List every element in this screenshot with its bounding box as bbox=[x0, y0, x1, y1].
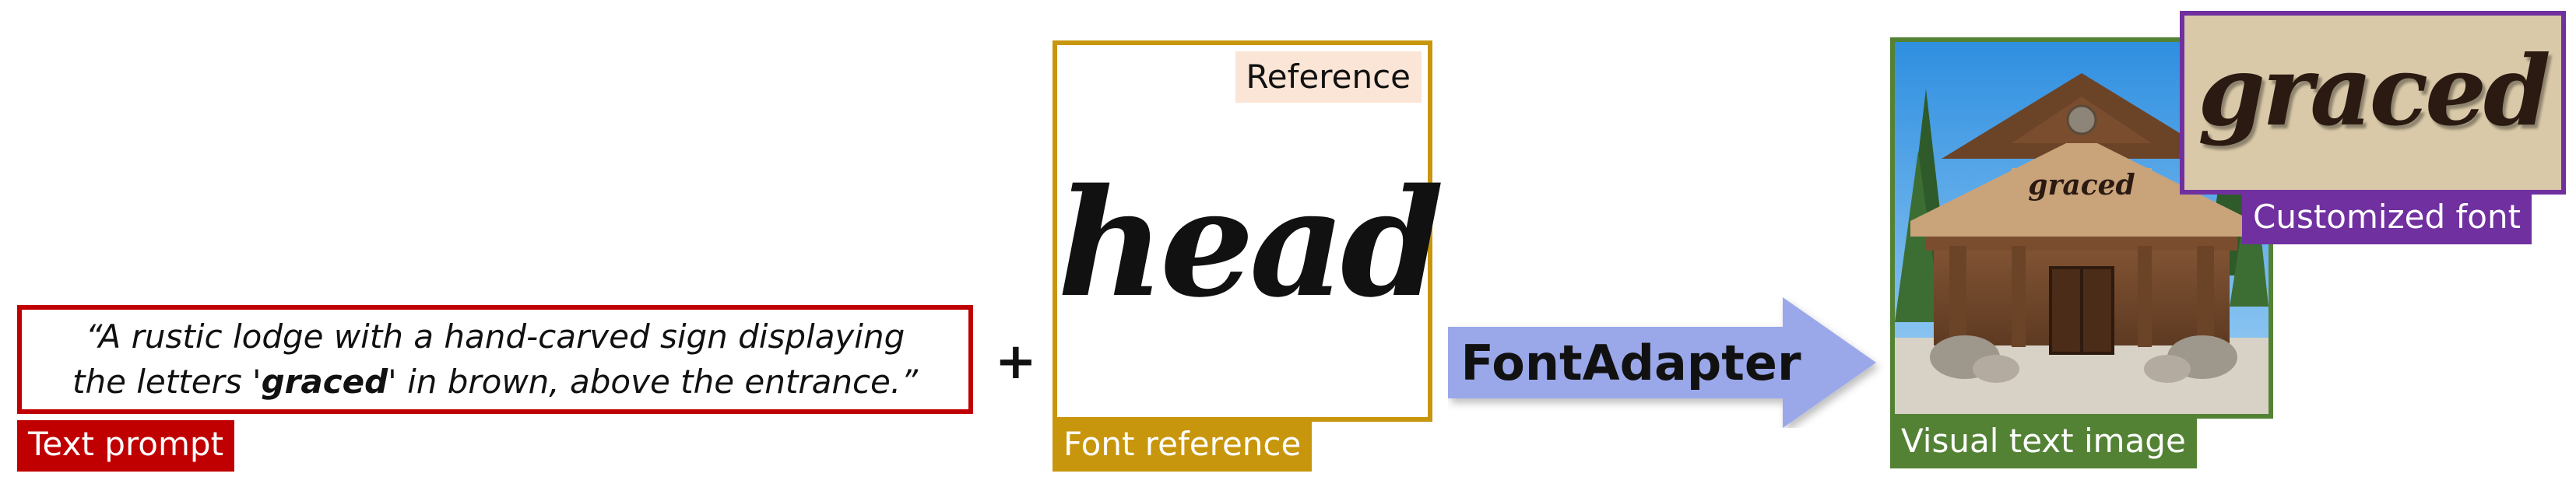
font-reference-box: Reference head bbox=[1053, 40, 1444, 422]
prompt-line-2-pre: the letters ' bbox=[72, 363, 262, 401]
fontadapter-label: FontAdapter bbox=[1460, 334, 1801, 391]
reference-corner-tag: Reference bbox=[1235, 51, 1422, 103]
customized-font-label: Customized font bbox=[2242, 193, 2532, 244]
text-prompt-box: “A rustic lodge with a hand-carved sign … bbox=[17, 305, 973, 414]
font-reference-label: Font reference bbox=[1053, 420, 1313, 472]
text-prompt-label: Text prompt bbox=[17, 420, 235, 472]
fontadapter-arrow bbox=[1448, 297, 1876, 428]
prompt-line-1: “A rustic lodge with a hand-carved sign … bbox=[85, 317, 905, 356]
customized-font-inset: graced bbox=[2180, 11, 2566, 195]
plus-sign: + bbox=[995, 333, 1037, 391]
reference-sample-word: head bbox=[1057, 156, 1444, 330]
prompt-target-word: graced bbox=[261, 363, 388, 401]
inset-sign-word: graced bbox=[2198, 35, 2550, 148]
prompt-line-2-post: ' in brown, above the entrance.” bbox=[388, 363, 919, 401]
prompt-line-2: the letters 'graced' in brown, above the… bbox=[72, 359, 918, 405]
lodge-sign-text: graced bbox=[2028, 169, 2135, 202]
visual-text-image-label: Visual text image bbox=[1890, 417, 2197, 468]
